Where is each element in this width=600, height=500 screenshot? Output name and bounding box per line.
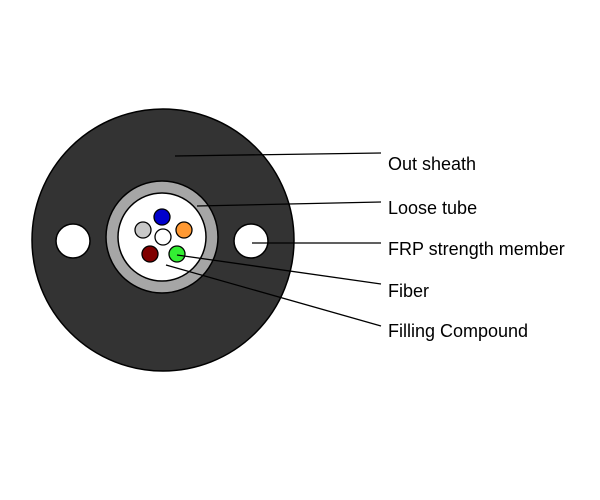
label-filling-compound: Filling Compound [388,321,529,341]
leader-line-fiber [176,254,382,285]
fiber-grey [134,221,152,239]
fiber-orange [175,221,193,239]
label-loose-tube: Loose tube [388,198,478,218]
leader-line-out-sheath [174,152,382,157]
label-frp-strength-member: FRP strength member [388,239,565,259]
fiber-green [168,245,186,263]
fiber-white [154,228,172,246]
fiber-blue [153,208,171,226]
frp-strength-member-right [233,223,269,259]
fiber-brown [141,245,159,263]
label-fiber: Fiber [388,281,430,301]
leader-line-filling-compound [165,264,382,327]
label-out-sheath: Out sheath [388,154,477,174]
frp-strength-member-left [55,223,91,259]
leader-line-loose-tube [196,201,382,207]
